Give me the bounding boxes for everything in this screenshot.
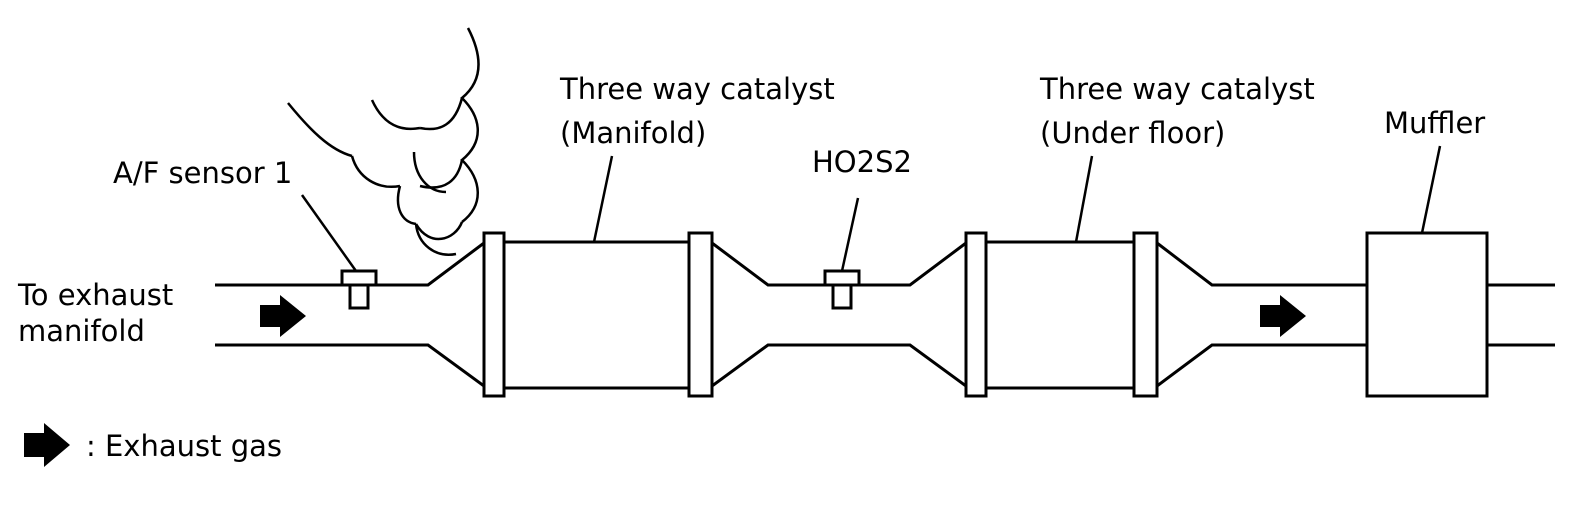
catalyst-under-floor-label-line1: Three way catalyst [1039, 72, 1315, 106]
catalyst-manifold-label-line1: Three way catalyst [559, 72, 835, 106]
muffler-box [1365, 231, 1489, 398]
catalyst-under-floor-label-line2: (Under floor) [1040, 116, 1225, 150]
flange-right [687, 231, 714, 398]
leader-lines [300, 145, 1442, 272]
af-sensor-label: A/F sensor 1 [113, 156, 292, 190]
exhaust-pipe [215, 241, 1555, 388]
exhaust-flow-arrow-inlet [260, 295, 306, 337]
legend-arrow-icon [24, 423, 70, 467]
flange-left [482, 231, 506, 398]
ho2s2-sensor [823, 269, 861, 310]
muffler-label: Muffler [1384, 106, 1485, 140]
ho2s2-label: HO2S2 [812, 145, 912, 179]
inlet-label-line2: manifold [18, 314, 145, 348]
inlet-label-line1: To exhaust [17, 278, 173, 312]
flange-right [1132, 231, 1159, 398]
three-way-catalyst-manifold [482, 231, 714, 398]
af-sensor-1 [340, 269, 378, 310]
legend-text: : Exhaust gas [86, 429, 282, 463]
three-way-catalyst-under-floor [964, 231, 1159, 398]
exhaust-flow-arrow-outlet [1260, 295, 1306, 337]
flange-left [964, 231, 988, 398]
smoke-cloud [287, 27, 480, 256]
catalyst-manifold-label-line2: (Manifold) [560, 116, 706, 150]
